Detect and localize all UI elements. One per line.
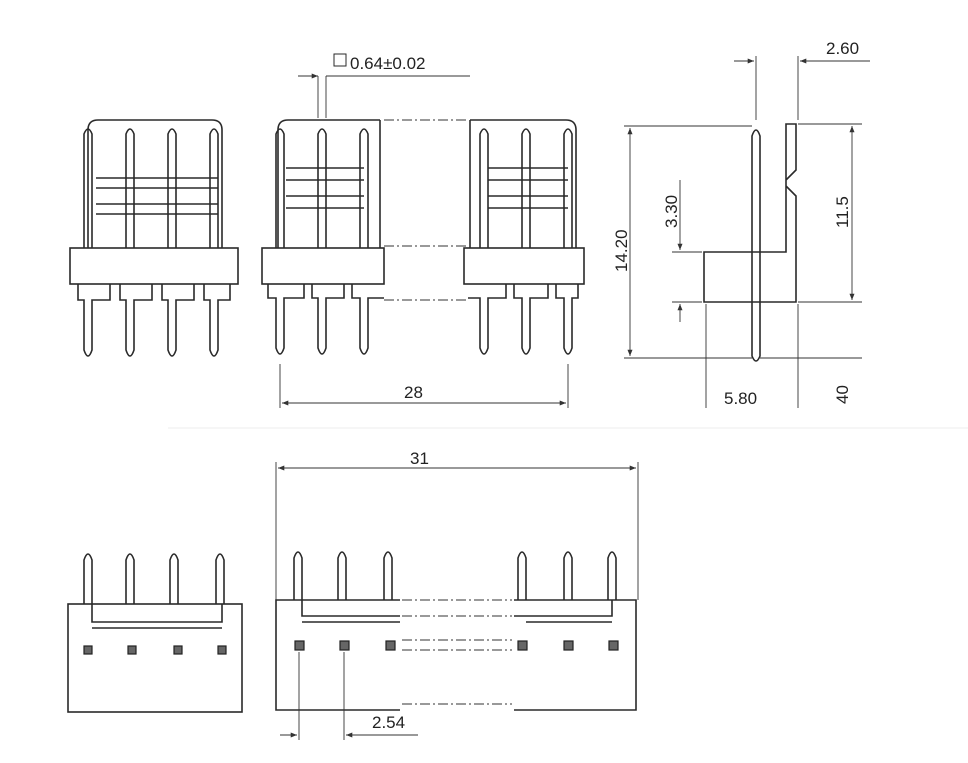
front-view-small <box>69 119 239 357</box>
body-depth-label: 5.80 <box>724 389 757 408</box>
top-view-broken: 31 2.54 <box>275 449 639 740</box>
cut-off-label: 40 <box>833 385 852 404</box>
overall-width-label: 31 <box>410 449 429 468</box>
top-view-small <box>67 553 243 713</box>
pin-square-label: 0.64±0.02 <box>350 54 426 73</box>
pin-square-callout: 0.64±0.02 <box>298 53 470 118</box>
total-height-label: 14.20 <box>612 229 631 272</box>
side-view: 2.60 14.20 3.30 11.5 5.80 40 <box>612 39 870 408</box>
front-view-broken <box>261 119 585 355</box>
pitch-width-label: 28 <box>404 383 423 402</box>
pitch-width-dimension: 28 <box>279 364 569 408</box>
pin-pitch-label: 2.54 <box>372 713 405 732</box>
tail-length-label: 3.30 <box>662 195 681 228</box>
top-offset-label: 2.60 <box>826 39 859 58</box>
upper-height-label: 11.5 <box>833 196 852 228</box>
